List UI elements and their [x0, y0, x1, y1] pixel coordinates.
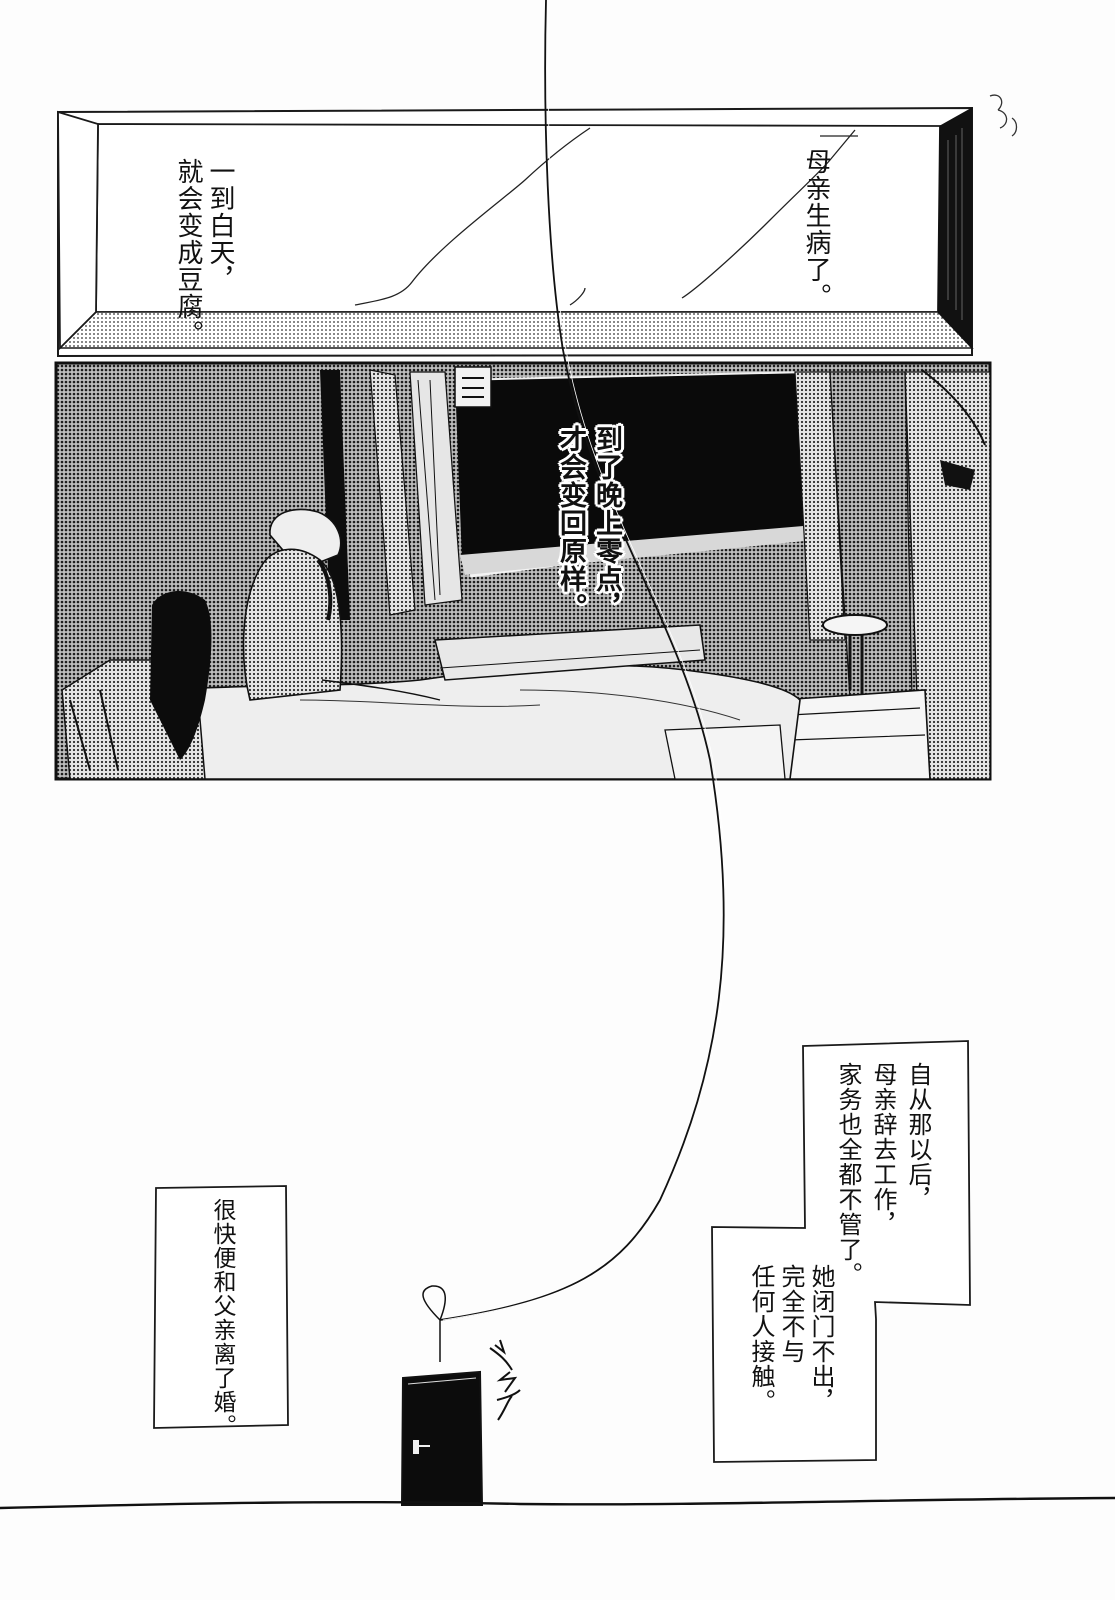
door [400, 1370, 484, 1506]
top-panel [57, 94, 1018, 358]
caption-line: 母亲生病了。 [801, 148, 831, 310]
caption-line: 就会变成豆腐。 [173, 158, 203, 347]
caption-box-left-outline [153, 1185, 289, 1429]
bottom-right-caption-a: 自从那以后， 母亲辞去工作， 家务也全都不管了。 [830, 1062, 935, 1287]
bottom-right-caption-b: 她闭门不出， 完全不与 任何人接触。 [746, 1264, 836, 1414]
bottom-left-caption: 很快便和父亲离了婚。 [207, 1198, 237, 1438]
middle-caption: 到了晚上零点， 才会变回原样。 [552, 425, 624, 621]
caption-line: 到了晚上零点， [591, 425, 622, 621]
middle-panel [54, 361, 992, 781]
top-left-caption: 一到白天， 就会变成豆腐。 [172, 158, 236, 347]
caption-line: 她闭门不出， [807, 1264, 835, 1414]
caption-line: 很快便和父亲离了婚。 [209, 1198, 235, 1438]
caption-line: 自从那以后， [904, 1062, 932, 1212]
top-right-caption: 母亲生病了。 [800, 148, 832, 310]
caption-line: 母亲辞去工作， [869, 1062, 897, 1237]
caption-line: 家务也全都不管了。 [834, 1062, 862, 1287]
caption-line: 才会变回原样。 [555, 425, 586, 621]
thread-line [439, 0, 725, 1321]
caption-line: 完全不与 [777, 1264, 805, 1364]
caption-box-right-outline [711, 1040, 971, 1463]
caption-line: 任何人接触。 [747, 1264, 775, 1414]
caption-line: 一到白天， [205, 158, 235, 293]
